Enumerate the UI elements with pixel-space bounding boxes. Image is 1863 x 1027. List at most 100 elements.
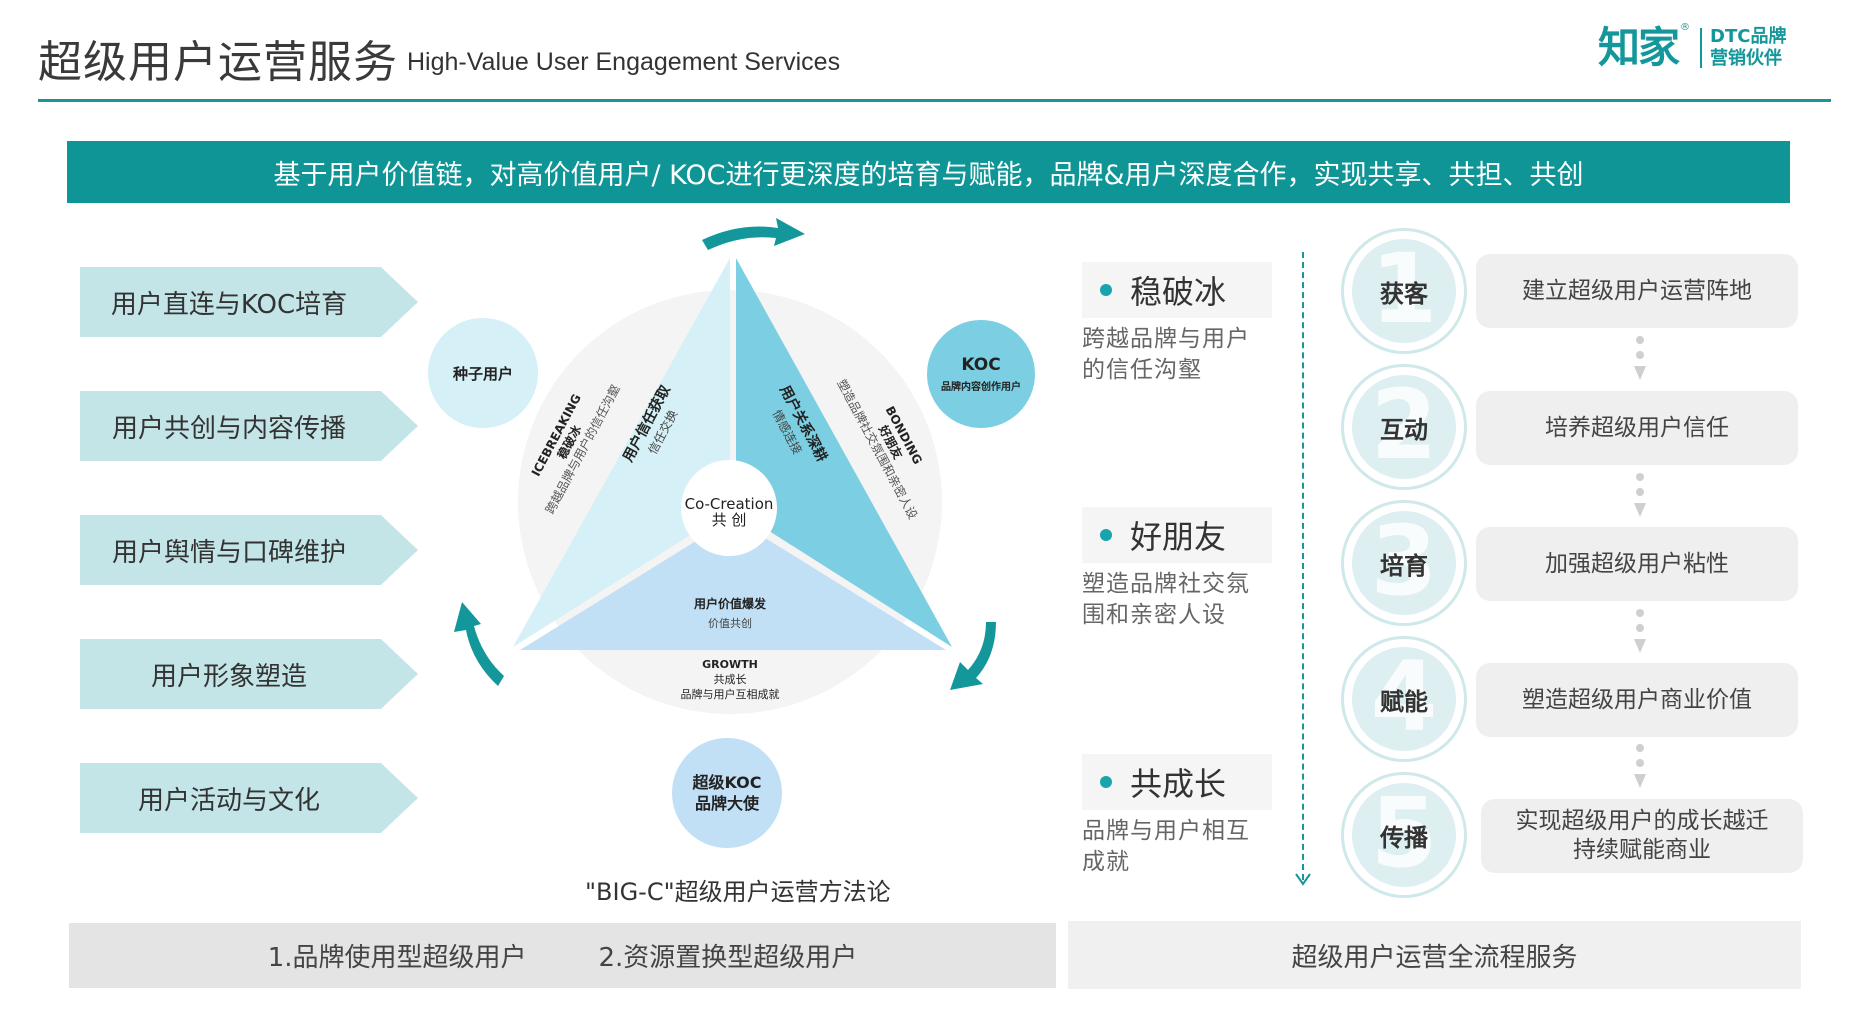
step-number: 1 [1370, 232, 1438, 345]
stage-header: 共成长 [1082, 754, 1272, 810]
center-circle [681, 460, 777, 556]
stage-desc-line: 的信任沟壑 [1082, 357, 1202, 383]
center-label-cn: 共 创 [711, 511, 747, 529]
step-number: 5 [1370, 776, 1438, 889]
big-c-diagram: Co-Creation 共 创 用户信任获取 信任交换 用户关系深耕 情感连接 … [428, 210, 1060, 910]
stage-desc-line: 围和亲密人设 [1082, 602, 1226, 628]
header-divider [38, 99, 1831, 102]
methodology-caption: "BIG-C"超级用户运营方法论 [585, 878, 891, 906]
segment-right [736, 258, 952, 647]
step-text: 塑造超级用户商业价值 [1522, 686, 1752, 713]
stage-title: 好朋友 [1130, 518, 1227, 556]
role-koc: KOC 品牌内容创作用户 [927, 320, 1035, 428]
super-user-types-bar: 1.品牌使用型超级用户 2.资源置换型超级用户 [69, 923, 1056, 988]
stage-desc-line: 成就 [1082, 849, 1130, 875]
step-text: 持续赋能商业 [1573, 837, 1711, 863]
registered-icon: ® [1680, 22, 1691, 33]
page-subtitle: High-Value User Engagement Services [407, 48, 841, 76]
cycle-arrow-right [950, 622, 996, 690]
stage-desc: 跨越品牌与用户 的信任沟壑 [1082, 324, 1272, 386]
growth-cn: 共成长 [713, 673, 747, 686]
service-arrow: 用户形象塑造 [80, 639, 418, 709]
center-label-en: Co-Creation [684, 495, 774, 513]
service-arrow: 用户共创与内容传播 [80, 391, 418, 461]
step-text: 实现超级用户的成长越迁 [1515, 808, 1769, 834]
logo-tagline: DTC品牌 营销伙伴 [1710, 26, 1786, 70]
step-text: 培养超级用户信任 [1545, 414, 1729, 441]
step-label: 传播 [1380, 823, 1428, 852]
stage-title: 稳破冰 [1130, 273, 1227, 311]
segment-left [513, 258, 730, 647]
growth-en: GROWTH [702, 658, 758, 671]
growth-desc: 品牌与用户互相成就 [680, 688, 780, 701]
stage-desc-line: 塑造品牌社交氛 [1082, 571, 1250, 597]
step-number: 2 [1370, 368, 1438, 481]
step-label: 培育 [1380, 551, 1428, 580]
triangle-diagram-svg [454, 218, 996, 714]
cycle-arrow-top [702, 218, 805, 250]
full-process-service-bar: 超级用户运营全流程服务 [1068, 921, 1801, 989]
timeline-dashed-line [1302, 252, 1304, 880]
super-user-type: 1.品牌使用型超级用户 [267, 943, 527, 973]
logo-tagline-line2: 营销伙伴 [1710, 48, 1783, 69]
segment-bottom-sub: 价值共创 [708, 617, 752, 630]
stage-item: 好朋友 塑造品牌社交氛 围和亲密人设 [1082, 507, 1272, 631]
step-box: 加强超级用户粘性 [1476, 527, 1798, 601]
role-koc-title: KOC [961, 355, 1001, 375]
step-text: 建立超级用户运营阵地 [1522, 277, 1752, 304]
super-user-type: 2.资源置换型超级用户 [598, 943, 858, 973]
segment-bottom-title: 用户价值爆发 [693, 597, 766, 611]
step-box: 实现超级用户的成长越迁 持续赋能商业 [1481, 799, 1803, 873]
step-label: 获客 [1380, 279, 1428, 308]
step-connector-icon [1633, 473, 1647, 519]
chevron-down-icon [1295, 873, 1311, 886]
step-box: 塑造超级用户商业价值 [1476, 663, 1798, 737]
service-arrow: 用户活动与文化 [80, 763, 418, 833]
stage-desc-line: 跨越品牌与用户 [1082, 326, 1250, 352]
role-seed-user: 种子用户 [428, 318, 538, 428]
brand-logo: 知家 ® DTC品牌 营销伙伴 [1598, 22, 1786, 74]
bullet-dot-icon [1100, 776, 1112, 788]
role-koc-sub: 品牌内容创作用户 [941, 382, 1021, 393]
stage-desc: 塑造品牌社交氛 围和亲密人设 [1082, 569, 1272, 631]
summary-banner: 基于用户价值链，对高价值用户/ KOC进行更深度的培育与赋能，品牌&用户深度合作… [67, 141, 1790, 203]
cycle-arrow-left [454, 602, 504, 686]
stage-item: 共成长 品牌与用户相互 成就 [1082, 754, 1272, 878]
page-title: 超级用户运营服务 [38, 37, 398, 88]
bullet-dot-icon [1100, 529, 1112, 541]
segment-bottom-label: 用户价值爆发 价值共创 [660, 594, 800, 634]
segment-bottom [520, 518, 946, 650]
step-box: 培养超级用户信任 [1476, 391, 1798, 465]
role-super-koc-sub: 品牌大使 [694, 794, 759, 813]
logo-divider [1700, 28, 1703, 68]
growth-label: GROWTH 共成长 品牌与用户互相成就 [650, 657, 810, 702]
step-connector-icon [1633, 744, 1647, 790]
logo-tagline-line1: DTC品牌 [1710, 26, 1787, 47]
role-super-koc: 超级KOC 品牌大使 [672, 738, 782, 848]
step-box: 建立超级用户运营阵地 [1476, 254, 1798, 328]
service-arrow: 用户舆情与口碑维护 [80, 515, 418, 585]
step-number: 4 [1370, 640, 1438, 753]
role-super-koc-title: 超级KOC [692, 773, 762, 792]
step-text: 加强超级用户粘性 [1545, 550, 1729, 577]
stage-desc-line: 品牌与用户相互 [1082, 818, 1250, 844]
step-label: 赋能 [1380, 687, 1428, 716]
step-label: 互动 [1380, 415, 1428, 444]
stage-item: 稳破冰 跨越品牌与用户 的信任沟壑 [1082, 262, 1272, 386]
stage-header: 好朋友 [1082, 507, 1272, 563]
step-number: 3 [1370, 504, 1438, 617]
role-seed-title: 种子用户 [452, 364, 513, 383]
stage-header: 稳破冰 [1082, 262, 1272, 318]
center-label: Co-Creation 共 创 [681, 496, 777, 528]
stage-desc: 品牌与用户相互 成就 [1082, 816, 1272, 878]
logo-mark: 知家 [1598, 23, 1680, 72]
step-connector-icon [1633, 336, 1647, 382]
stage-title: 共成长 [1130, 765, 1227, 803]
service-arrow: 用户直连与KOC培育 [80, 267, 418, 337]
bullet-dot-icon [1100, 284, 1112, 296]
